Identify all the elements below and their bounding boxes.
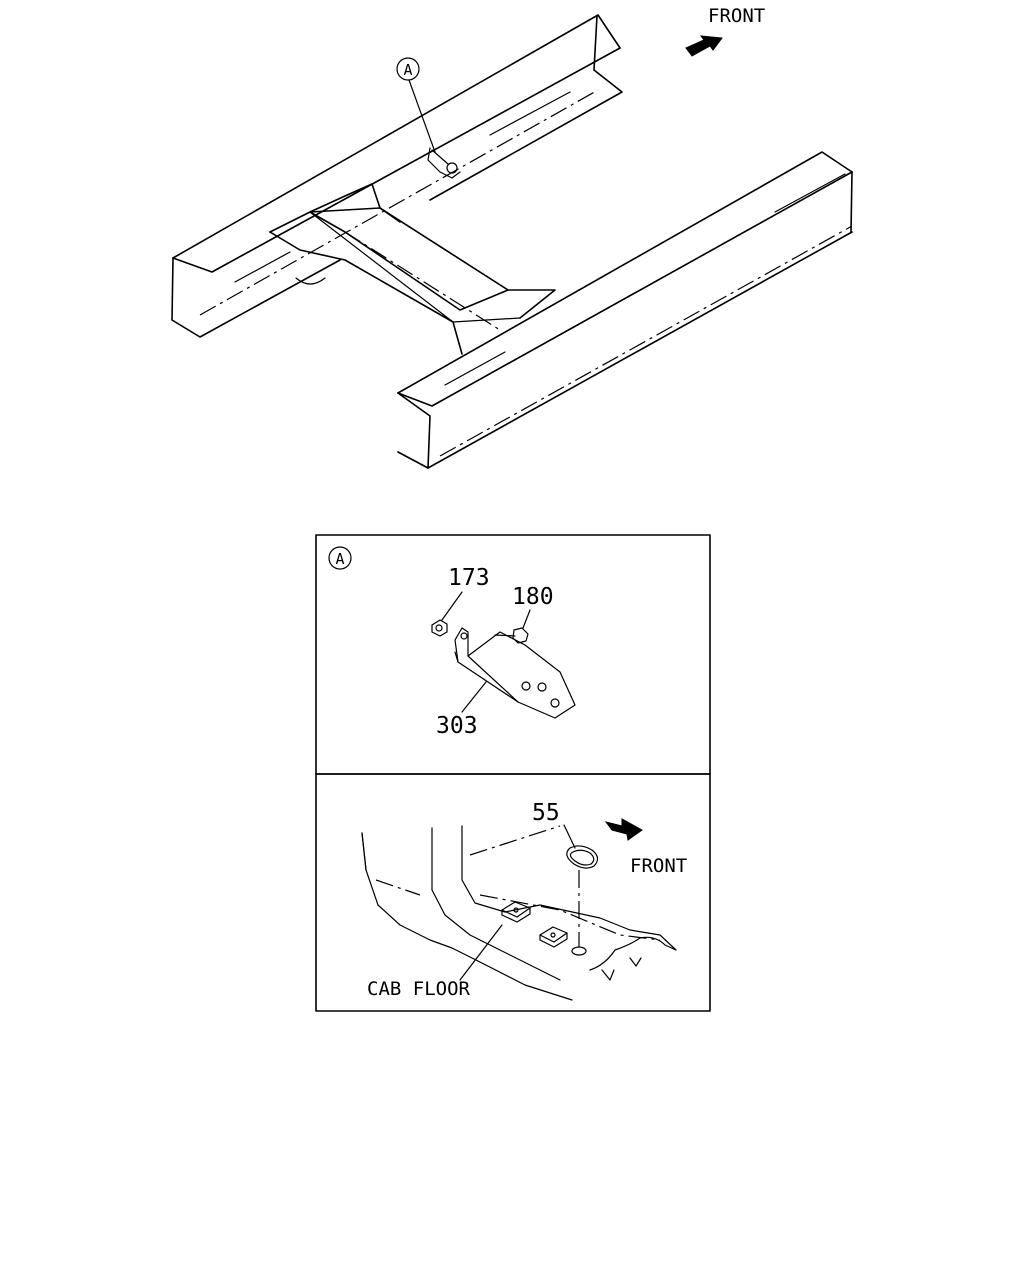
callout-a-label: A [403,61,412,79]
floor-hole [571,946,587,956]
detail-panel-a: A 173 180 303 [315,534,711,775]
floor-pad-1 [501,901,531,923]
front-label: FRONT [708,5,765,27]
cab-floor-panel: FRONT [315,773,711,1012]
chassis-frame-view: FRONT [171,5,853,469]
part-173-label: 173 [448,565,490,591]
floor-pad-2 [539,926,568,948]
detail-a-border [315,534,711,775]
cab-floor-label: CAB FLOOR [367,978,471,1000]
bracket-location [408,79,461,179]
part-303-label: 303 [436,713,478,739]
callout-a-circle [328,546,352,570]
nut-173 [431,619,448,637]
front-arrow-icon [685,35,723,57]
part-180-label: 180 [512,584,554,610]
cab-front-arrow-icon [604,818,643,841]
cab-panel-border [315,773,711,1012]
right-side-rail [397,151,853,469]
bolt-180 [494,627,529,644]
bracket-303 [454,627,576,719]
cab-floor-outline [361,825,677,1001]
plug-55 [566,845,599,869]
cross-member [269,183,556,355]
detail-a-callout-label: A [335,550,344,568]
left-side-rail [171,14,623,338]
callout-a-top: A [396,57,420,81]
part-55-label: 55 [532,800,560,826]
cab-front-label: FRONT [630,855,687,877]
